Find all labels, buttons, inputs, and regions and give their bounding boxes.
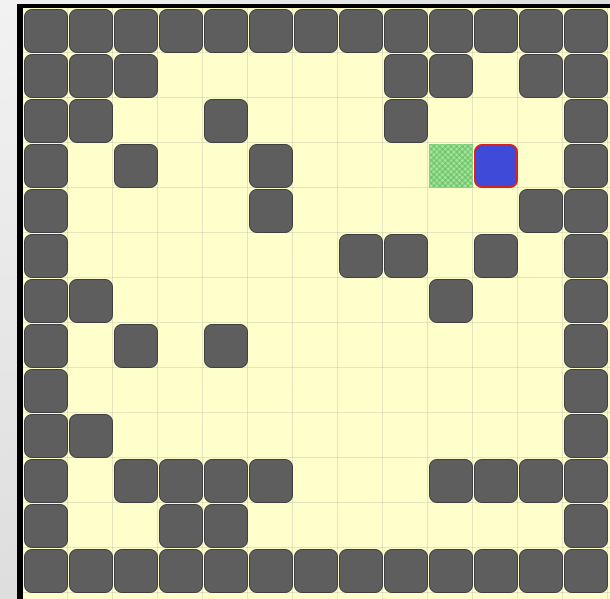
wall-tile [429,54,473,98]
wall-tile [204,504,248,548]
wall-tile [159,504,203,548]
wall-tile [564,144,608,188]
wall-tile [204,324,248,368]
wall-tile [384,54,428,98]
wall-tile [24,9,68,53]
wall-tile [564,54,608,98]
wall-tile [474,459,518,503]
wall-tile [564,414,608,458]
wall-tile [564,279,608,323]
wall-tile [564,369,608,413]
player-piece[interactable] [474,144,518,188]
goal-tile [429,144,473,188]
wall-tile [519,549,563,593]
wall-tile [249,549,293,593]
wall-tile [429,9,473,53]
wall-tile [249,144,293,188]
wall-tile [69,99,113,143]
wall-tile [114,549,158,593]
wall-tile [249,459,293,503]
wall-tile [249,189,293,233]
wall-tile [429,549,473,593]
wall-tile [294,549,338,593]
wall-tile [24,54,68,98]
wall-tile [519,9,563,53]
wall-tile [564,9,608,53]
wall-tile [204,549,248,593]
wall-tile [114,54,158,98]
game-board [17,4,610,599]
wall-tile [384,549,428,593]
wall-tile [69,414,113,458]
wall-tile [249,9,293,53]
wall-tile [69,279,113,323]
wall-tile [24,504,68,548]
wall-tile [24,549,68,593]
wall-tile [384,234,428,278]
wall-tile [24,369,68,413]
wall-tile [24,234,68,278]
wall-tile [24,99,68,143]
wall-tile [429,459,473,503]
wall-tile [519,189,563,233]
wall-tile [114,144,158,188]
wall-tile [564,324,608,368]
wall-tile [114,324,158,368]
wall-tile [564,99,608,143]
wall-tile [204,459,248,503]
wall-tile [69,54,113,98]
wall-tile [474,234,518,278]
wall-tile [204,99,248,143]
wall-tile [519,54,563,98]
wall-tile [474,549,518,593]
wall-tile [159,9,203,53]
wall-tile [474,9,518,53]
wall-tile [24,144,68,188]
wall-tile [69,549,113,593]
wall-tile [384,9,428,53]
wall-tile [204,9,248,53]
wall-tile [159,549,203,593]
wall-tile [24,414,68,458]
wall-tile [339,234,383,278]
wall-tile [564,189,608,233]
wall-tile [69,9,113,53]
wall-tile [564,459,608,503]
wall-tile [564,549,608,593]
wall-tile [429,279,473,323]
wall-tile [114,9,158,53]
wall-tile [24,279,68,323]
wall-tile [24,189,68,233]
wall-tile [339,9,383,53]
wall-tile [384,99,428,143]
wall-tile [114,459,158,503]
wall-tile [294,9,338,53]
wall-tile [24,324,68,368]
wall-tile [519,459,563,503]
wall-tile [564,234,608,278]
wall-tile [24,459,68,503]
wall-tile [339,549,383,593]
wall-tile [159,459,203,503]
board-grid[interactable] [23,8,610,599]
wall-tile [564,504,608,548]
